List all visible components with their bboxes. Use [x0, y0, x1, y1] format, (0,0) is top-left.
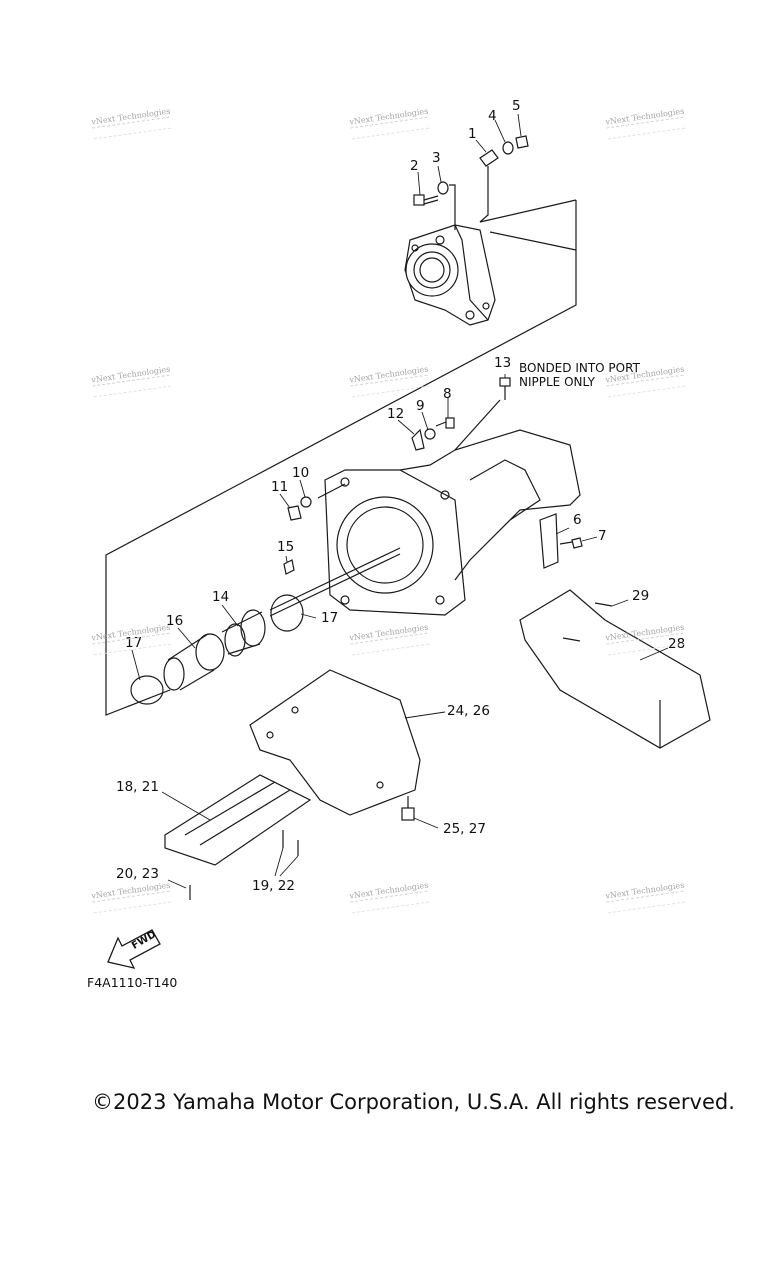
parts-diagram — [105, 113, 711, 969]
hose-16 — [163, 633, 225, 691]
callout-1: 1 — [468, 126, 477, 142]
bonded-note-line-2: NIPPLE ONLY — [519, 375, 595, 389]
bellows-14 — [221, 609, 266, 657]
copyright-notice: ©2023 Yamaha Motor Corporation, U.S.A. A… — [92, 1090, 735, 1114]
callout-24-26: 24, 26 — [447, 703, 490, 719]
callout-2: 2 — [410, 158, 419, 174]
clip-12 — [411, 428, 425, 451]
bolt-2 — [413, 194, 439, 206]
cover-plate-28 — [519, 589, 711, 749]
callout-6: 6 — [573, 512, 582, 528]
bolt-15 — [283, 559, 295, 575]
nut-5 — [515, 135, 529, 149]
callout-29: 29 — [632, 588, 650, 604]
bolt-8 — [435, 417, 455, 429]
callout-13: 13 — [494, 355, 512, 371]
bonded-note: BONDED INTO PORT NIPPLE ONLY — [519, 361, 640, 389]
callout-11: 11 — [271, 479, 289, 495]
callout-4: 4 — [488, 108, 497, 124]
callout-20-23: 20, 23 — [116, 866, 159, 882]
hose-clamp-17-left — [130, 675, 164, 705]
bolt-29-b — [562, 637, 581, 642]
nut-11 — [287, 505, 302, 521]
bracket-6 — [539, 513, 559, 569]
callout-16: 16 — [166, 613, 184, 629]
figure-code: F4A1110-T140 — [87, 975, 178, 990]
bolt-25-27 — [401, 796, 415, 821]
callout-17-right: 17 — [321, 610, 339, 626]
bolt-7 — [559, 537, 583, 549]
callout-15: 15 — [277, 539, 295, 555]
bearing-housing — [404, 224, 496, 326]
callout-14: 14 — [212, 589, 230, 605]
callout-9: 9 — [416, 398, 425, 414]
hose-clamp-17-right — [270, 594, 304, 632]
washer-9 — [424, 428, 436, 440]
bolt-29-a — [594, 602, 613, 607]
washer-4 — [502, 141, 514, 155]
callout-12: 12 — [387, 406, 405, 422]
intermediate-housing — [324, 429, 581, 616]
callout-7: 7 — [598, 528, 607, 544]
fwd-arrow-icon — [107, 929, 161, 969]
ride-plate-24-26 — [249, 669, 421, 816]
nipple-13 — [454, 377, 511, 451]
callout-25-27: 25, 27 — [443, 821, 486, 837]
callout-8: 8 — [443, 386, 452, 402]
washer-10 — [300, 496, 312, 508]
callout-18-21: 18, 21 — [116, 779, 159, 795]
intake-grate-18-21 — [164, 774, 312, 866]
exploded-view-outline — [105, 200, 577, 716]
clip-1 — [479, 149, 499, 167]
bonded-note-line-1: BONDED INTO PORT — [519, 361, 640, 375]
drive-shaft — [269, 547, 401, 611]
callout-10: 10 — [292, 465, 310, 481]
callout-19-22: 19, 22 — [252, 878, 295, 894]
washer-3 — [437, 181, 449, 195]
callout-5: 5 — [512, 98, 521, 114]
callout-3: 3 — [432, 150, 441, 166]
